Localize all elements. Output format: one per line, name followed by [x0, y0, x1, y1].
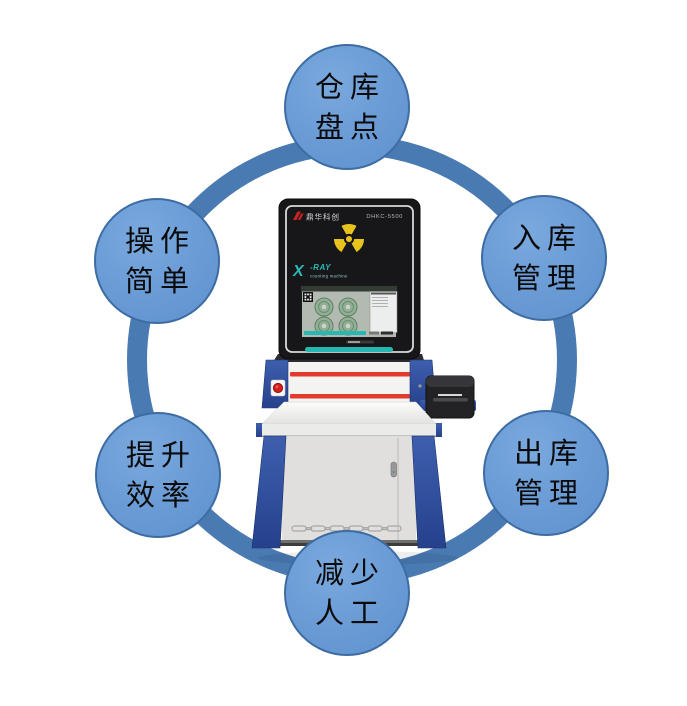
bubble-warehouse-inventory: 仓库 盘点: [284, 44, 410, 170]
xray-machine-illustration: 鼎华科创 DHKC-5500 X -RAY counting machine: [251, 198, 476, 565]
bubble-reduce-labor: 减少 人工: [284, 530, 410, 656]
xray-logo-ray: -RAY: [310, 263, 331, 272]
radiation-icon: [334, 224, 364, 252]
brand-name: 鼎华科创: [306, 212, 340, 222]
side-switch: [418, 384, 422, 388]
bubble-improve-efficiency: 提升 效率: [95, 412, 221, 538]
model-number: DHKC-5500: [366, 214, 403, 220]
bubble-label-line: 操作: [124, 223, 195, 258]
printer-paper-slot: [433, 398, 468, 402]
xray-logo-x: X: [292, 263, 305, 280]
screen-progress-bar: [304, 331, 366, 335]
bubble-label-line: 盘点: [314, 110, 385, 144]
screen-side-panel: [369, 291, 398, 333]
bubble-inbound-management: 入库 管理: [481, 195, 607, 321]
bubble-label-line: 仓库: [314, 69, 385, 104]
bubble-label-line: 管理: [511, 261, 582, 295]
bubble-easy-operation: 操作 简单: [94, 198, 220, 324]
bubble-label-line: 简单: [124, 264, 195, 298]
left-leg: [251, 435, 287, 549]
bubble-outbound-management: 出库 管理: [483, 410, 609, 536]
bubble-label-line: 入库: [511, 220, 582, 255]
vent-slots: [291, 525, 402, 532]
label-printer: [420, 375, 476, 419]
red-stripe-bottom: [290, 394, 410, 399]
xray-logo: X -RAY counting machine: [292, 263, 348, 280]
bubble-label-line: 出库: [513, 435, 584, 470]
red-stripe-top: [290, 372, 410, 377]
bubble-label-line: 管理: [513, 476, 584, 510]
screen-grid-icon: [303, 292, 313, 302]
monitor-panel: 鼎华科创 DHKC-5500 X -RAY counting machine: [278, 198, 421, 360]
machine-neck: [261, 359, 437, 409]
bubble-label-line: 效率: [125, 478, 196, 512]
bubble-label-line: 人工: [314, 596, 385, 630]
screen-reel-icons: [314, 297, 358, 336]
bubble-label-line: 减少: [314, 555, 385, 590]
bubble-label-line: 提升: [125, 437, 196, 472]
teal-indicator-bar: [305, 347, 393, 352]
door-handle[interactable]: [390, 461, 397, 478]
brand-logo: [293, 211, 304, 220]
emergency-stop-button[interactable]: [270, 379, 286, 397]
right-leg: [411, 435, 447, 549]
xray-logo-subtitle: counting machine: [310, 274, 348, 279]
work-table: [256, 401, 442, 437]
touchscreen[interactable]: [300, 285, 398, 339]
